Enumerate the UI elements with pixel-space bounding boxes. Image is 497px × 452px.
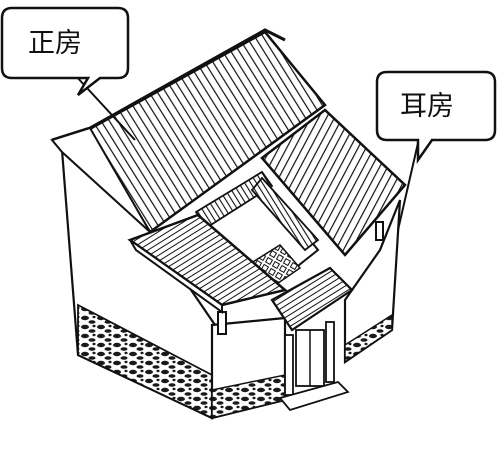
- inner-eave-side: [250, 176, 320, 252]
- front-roof-edge: [129, 239, 223, 314]
- label-side-house: 耳房: [375, 70, 497, 164]
- label-side-house-text: 耳房: [400, 91, 454, 122]
- gate-post-left: [284, 334, 294, 396]
- gate-post-right: [325, 321, 335, 383]
- side-roof: [260, 108, 407, 257]
- stone-base-right: [344, 313, 393, 364]
- label-main-house: 正房: [0, 6, 130, 96]
- window-right: [375, 221, 384, 241]
- label-side-house-box: [375, 70, 497, 164]
- gate-step: [278, 380, 350, 412]
- window-front: [217, 311, 227, 335]
- callout-line-side: [397, 142, 419, 231]
- gate-roof: [270, 266, 354, 332]
- label-main-house-text: 正房: [28, 28, 82, 59]
- label-main-house-box: [0, 6, 130, 96]
